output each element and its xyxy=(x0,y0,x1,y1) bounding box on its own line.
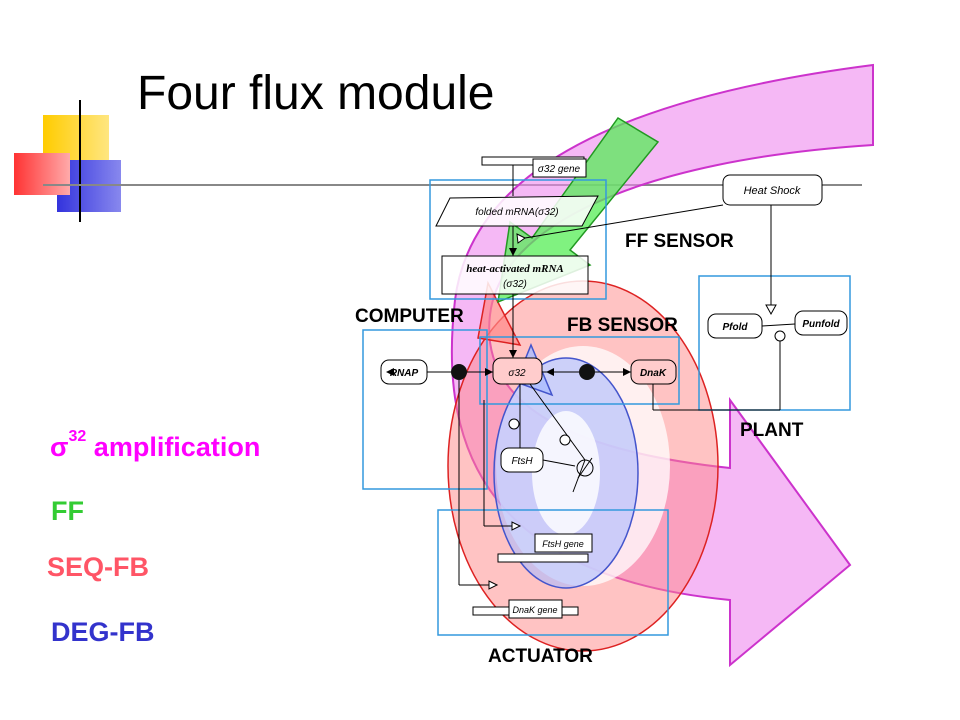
plant-box xyxy=(698,275,851,411)
legend-ff: FF xyxy=(51,496,84,526)
arrowheads xyxy=(386,233,786,590)
sigma32-text: σ32 xyxy=(508,368,526,379)
dnak-gene-text: DnaK gene xyxy=(512,605,557,615)
actuator-box xyxy=(437,509,669,636)
actuator-label: ACTUATOR xyxy=(488,646,593,667)
legend-amplification-superscript: 32 xyxy=(68,428,87,445)
ftsh-gene-node xyxy=(534,533,593,553)
folded-mrna-node xyxy=(435,195,599,227)
dnak-gene-node xyxy=(508,599,563,619)
legend-amplification-symbol: σ xyxy=(50,432,69,462)
ftsh-text: FtsH xyxy=(511,456,533,467)
plant-label: PLANT xyxy=(740,420,804,441)
dnak-text: DnaK xyxy=(640,368,667,379)
legend-amplification: σ32 amplification xyxy=(50,428,261,463)
legend-amplification-word: amplification xyxy=(93,432,261,462)
reaction-lines xyxy=(427,165,796,586)
sigma32-node xyxy=(492,357,543,385)
pfold-text: Pfold xyxy=(723,322,749,333)
sigma32-gene-text: σ32 gene xyxy=(538,164,581,175)
heat-activated-mrna-subtext: (σ32) xyxy=(503,279,527,290)
slide-title: Four flux module xyxy=(137,67,495,120)
rnap-sigma32-complex-dot xyxy=(451,364,467,380)
legend-seq-fb: SEQ-FB xyxy=(47,552,150,582)
ff-sensor-label: FF SENSOR xyxy=(625,231,734,252)
fb-sensor-label: FB SENSOR xyxy=(567,315,678,336)
corner-decoration xyxy=(14,100,862,222)
computer-label: COMPUTER xyxy=(355,306,464,327)
blue-deg-fb-ring xyxy=(493,343,639,589)
heat-activated-mrna-node xyxy=(441,255,589,295)
heat-shock-node xyxy=(722,174,823,206)
computer-box xyxy=(362,329,488,490)
ff-sensor-box xyxy=(429,179,607,300)
sigma32-gene-node xyxy=(532,158,587,178)
sigma32-dnak-complex-dot xyxy=(579,364,595,380)
rnap-text: RNAP xyxy=(390,368,419,379)
ftsh-gene-bar xyxy=(497,553,589,563)
fb-sensor-box xyxy=(479,336,680,405)
heat-activated-mrna-text: heat-activated mRNA xyxy=(466,263,563,275)
heat-shock-text: Heat Shock xyxy=(744,185,801,197)
punfold-node xyxy=(794,310,848,336)
punfold-text: Punfold xyxy=(802,319,840,330)
ftsh-gene-text: FtsH gene xyxy=(542,539,584,549)
folded-mrna-text: folded mRNA(σ32) xyxy=(475,207,558,218)
legend-deg-fb: DEG-FB xyxy=(51,617,155,647)
